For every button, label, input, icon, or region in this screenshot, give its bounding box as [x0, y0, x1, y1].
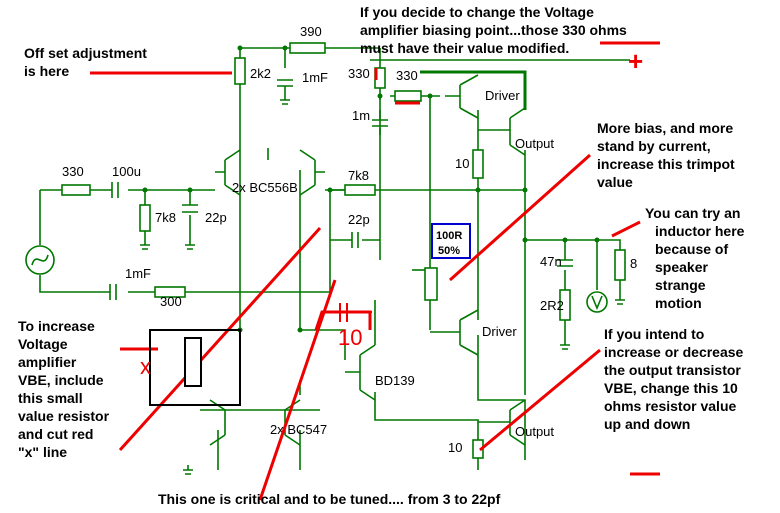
- label-300: 300: [160, 294, 182, 309]
- svg-text:this small: this small: [18, 390, 83, 406]
- svg-text:VBE, include: VBE, include: [18, 372, 104, 388]
- svg-text:More bias, and more: More bias, and more: [597, 120, 733, 136]
- component-labels: 390 2k2 1mF 330 330 1m Driver Output 10 …: [62, 24, 637, 455]
- label-driver-bottom: Driver: [482, 324, 517, 339]
- label-1m: 1m: [352, 108, 370, 123]
- svg-text:must have their value modified: must have their value modified.: [360, 40, 569, 56]
- svg-text:ohms resistor value: ohms resistor value: [604, 398, 736, 414]
- svg-text:speaker: speaker: [655, 259, 708, 275]
- label-7k8-a: 7k8: [155, 210, 176, 225]
- svg-text:and cut red: and cut red: [18, 426, 93, 442]
- label-10-top: 10: [455, 156, 469, 171]
- svg-text:To increase: To increase: [18, 318, 95, 334]
- ground-symbols: [140, 99, 625, 475]
- junction-dots: [142, 45, 600, 333]
- label-10-bottom: 10: [448, 440, 462, 455]
- label-2k2: 2k2: [250, 66, 271, 81]
- trimpot-100r: [424, 267, 438, 301]
- svg-text:value resistor: value resistor: [18, 408, 110, 424]
- red-ten-mark: 10: [338, 325, 362, 350]
- label-47n: 47n: [540, 254, 562, 269]
- svg-text:value: value: [597, 174, 633, 190]
- svg-text:If you decide to change the Vo: If you decide to change the Voltage: [360, 4, 594, 20]
- label-100u: 100u: [112, 164, 141, 179]
- label-output-bottom: Output: [515, 424, 554, 439]
- label-1mf-top: 1mF: [302, 70, 328, 85]
- resistor-10-top: [472, 149, 484, 179]
- annotation-critical-cap: This one is critical and to be tuned....…: [158, 491, 501, 507]
- svg-text:strange: strange: [655, 277, 706, 293]
- label-330-input: 330: [62, 164, 84, 179]
- resistor-330-input: [61, 184, 91, 196]
- label-7k8-b: 7k8: [348, 168, 369, 183]
- annotation-bias: More bias, and more stand by current, in…: [597, 120, 735, 190]
- resistor-2r2: [559, 289, 571, 321]
- label-2r2: 2R2: [540, 298, 564, 313]
- annotation-output-vbe: If you intend to increase or decrease th…: [604, 326, 744, 432]
- svg-text:amplifier biasing point...thos: amplifier biasing point...those 330 ohms: [360, 22, 627, 38]
- resistor-7k8-shunt: [139, 204, 151, 232]
- wiring: [39, 47, 630, 470]
- svg-text:because of: because of: [655, 241, 728, 257]
- annotation-voltage-note: If you decide to change the Voltage ampl…: [360, 4, 627, 56]
- annotation-inductor: You can try an inductor here because of …: [645, 205, 745, 311]
- resistor-300: [154, 286, 186, 298]
- transistors: [209, 74, 526, 446]
- svg-text:inductor here: inductor here: [655, 223, 745, 239]
- resistor-2k2: [234, 57, 246, 85]
- svg-text:motion: motion: [655, 295, 702, 311]
- annotation-vbe: To increase Voltage amplifier VBE, inclu…: [18, 318, 110, 460]
- svg-text:stand by current,: stand by current,: [597, 138, 711, 154]
- svg-text:You can try an: You can try an: [645, 205, 740, 221]
- positive-supply-sign: +: [628, 46, 643, 76]
- red-x-mark: x: [140, 354, 151, 379]
- svg-text:increase or decrease: increase or decrease: [604, 344, 744, 360]
- label-390: 390: [300, 24, 322, 39]
- capacitors: [109, 79, 573, 300]
- sine-wave-icon: [31, 254, 49, 266]
- svg-text:Off set adjustment: Off set adjustment: [24, 45, 147, 61]
- label-bd139: BD139: [375, 373, 415, 388]
- svg-text:"x" line: "x" line: [18, 444, 67, 460]
- label-driver-top: Driver: [485, 88, 520, 103]
- red-annotation-lines: [90, 41, 660, 501]
- label-current-mirror: 2x BC547: [270, 422, 327, 437]
- svg-text:VBE, change this 10: VBE, change this 10: [604, 380, 738, 396]
- svg-text:Voltage: Voltage: [18, 336, 68, 352]
- label-330-a: 330: [348, 66, 370, 81]
- label-output-top: Output: [515, 136, 554, 151]
- trimpot-value-box: [431, 223, 471, 259]
- svg-text:is here: is here: [24, 63, 69, 79]
- annotation-offset: Off set adjustment is here: [24, 45, 147, 79]
- label-330-b: 330: [396, 68, 418, 83]
- trimpot-value: 100R: [436, 230, 462, 242]
- svg-text:If you intend to: If you intend to: [604, 326, 704, 342]
- svg-text:increase this trimpot: increase this trimpot: [597, 156, 735, 172]
- resistor-7k8-feedback: [344, 184, 376, 196]
- resistor-330-horizontal: [394, 90, 422, 102]
- vbe-option-box: [149, 329, 241, 406]
- resistor-8-load: [614, 249, 626, 281]
- label-1mf-bottom: 1mF: [125, 266, 151, 281]
- label-22p-b: 22p: [348, 212, 370, 227]
- svg-text:up and down: up and down: [604, 416, 690, 432]
- svg-text:the output transistor: the output transistor: [604, 362, 741, 378]
- svg-text:amplifier: amplifier: [18, 354, 77, 370]
- trimpot-position: 50%: [438, 245, 460, 257]
- vbe-option-resistor: [184, 337, 202, 387]
- label-22p-a: 22p: [205, 210, 227, 225]
- label-diff-pair: 2x BC556B: [232, 180, 298, 195]
- resistor-390: [289, 42, 326, 54]
- label-8: 8: [630, 256, 637, 271]
